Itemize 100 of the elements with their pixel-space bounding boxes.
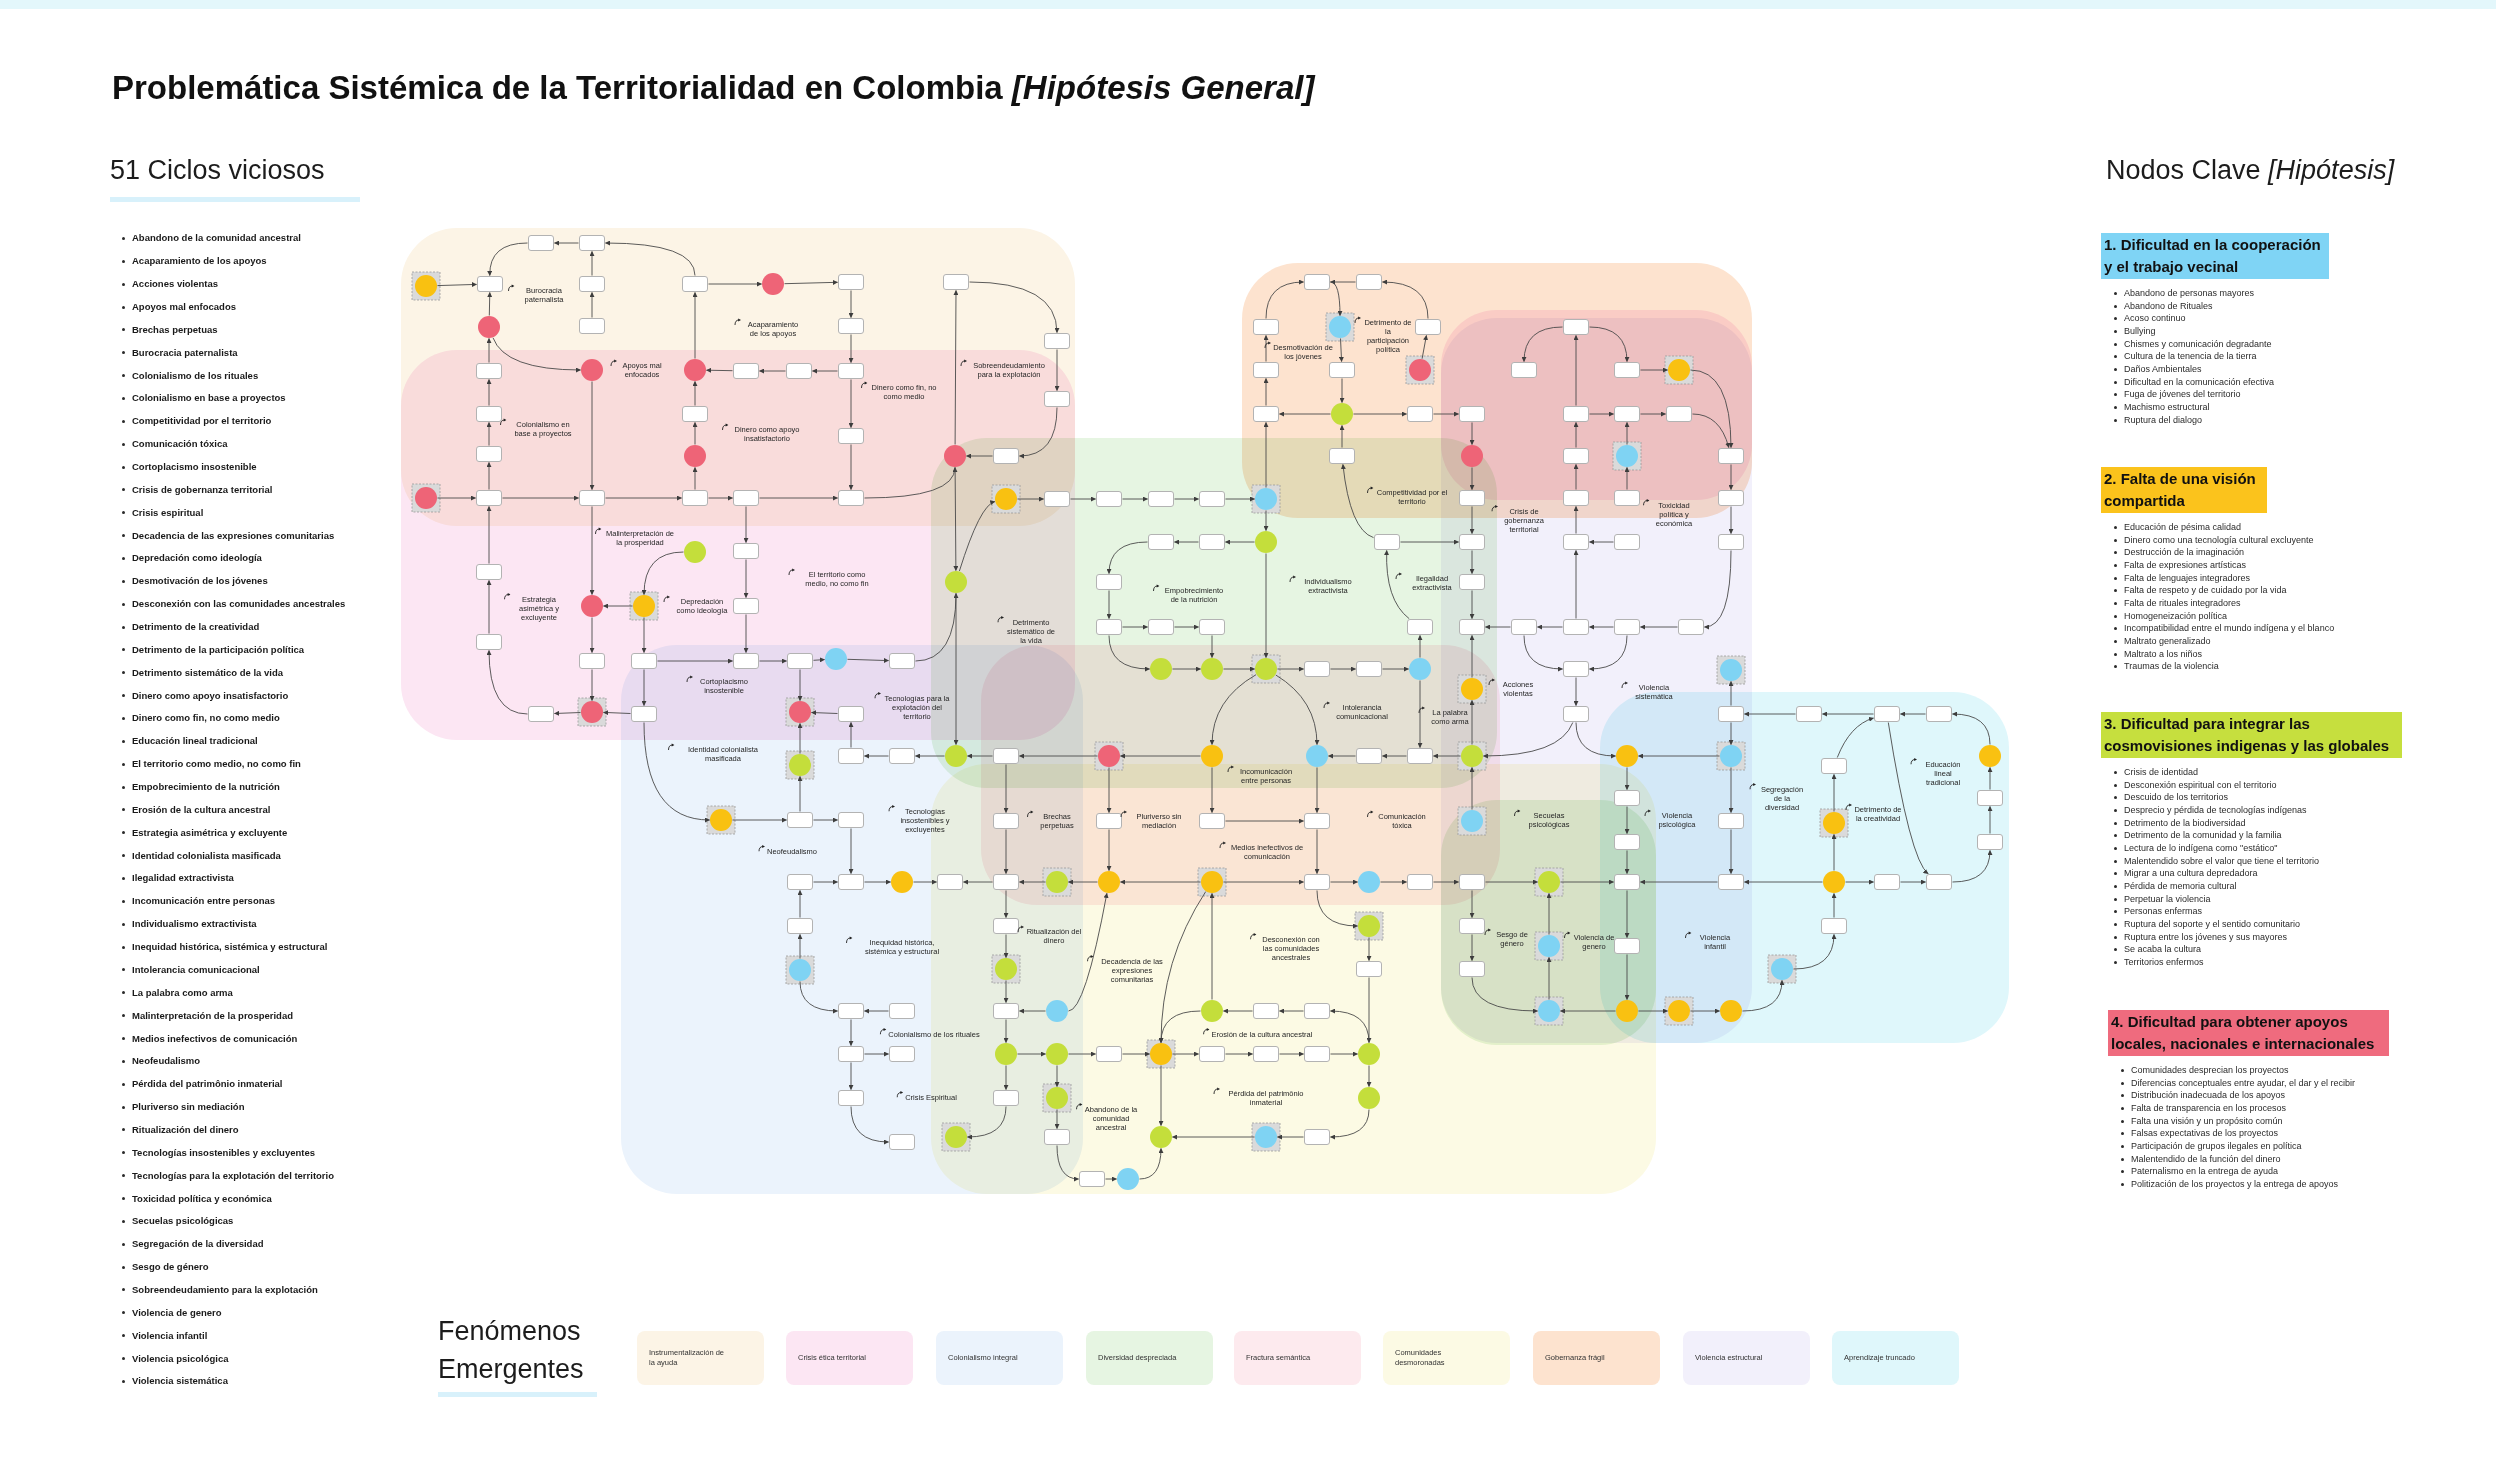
key-node-item: Desconexión espiritual con el territorio xyxy=(2124,779,2277,791)
cycle-list-item: Estrategia asimétrica y excluyente xyxy=(132,826,288,839)
cycle-list-item: Crisis espiritual xyxy=(132,506,204,519)
cycle-list-item: Depredación como ideología xyxy=(132,552,262,565)
circle-node xyxy=(1329,316,1351,338)
cycle-list-item: Dinero como apoyo insatisfactorio xyxy=(132,689,289,702)
process-box xyxy=(1459,574,1485,590)
process-box xyxy=(838,363,864,379)
circle-node xyxy=(1201,1000,1223,1022)
process-box xyxy=(579,235,605,251)
cycle-list-item: Cortoplacismo insostenible xyxy=(132,461,257,473)
process-box xyxy=(1356,661,1382,677)
circle-node xyxy=(1720,1000,1742,1022)
process-box xyxy=(477,276,503,292)
process-box xyxy=(1614,534,1640,550)
circle-node xyxy=(1616,1000,1638,1022)
cycle-list-item: Apoyos mal enfocados xyxy=(132,301,236,313)
circle-node xyxy=(1358,915,1380,937)
circle-node xyxy=(1046,1000,1068,1022)
cycle-list-item: Toxicidad política y económica xyxy=(132,1192,272,1205)
cycle-list-item: Burocracia paternalista xyxy=(132,346,238,359)
process-box xyxy=(1511,362,1537,378)
process-box xyxy=(1253,362,1279,378)
process-box xyxy=(1614,490,1640,506)
process-box xyxy=(579,318,605,334)
process-box xyxy=(1329,448,1355,464)
page-title: Problemática Sistémica de la Territorialidad en Colombia [Hipótesis General] xyxy=(112,68,1315,108)
cycle-list-item: Desconexión con las comunidades ancestrales xyxy=(132,598,346,611)
key-node-item: Paternalismo en la entrega de ayuda xyxy=(2131,1166,2279,1178)
circle-node xyxy=(1255,531,1277,553)
cycle-list-item: Acciones violentas xyxy=(132,278,219,291)
process-box xyxy=(1374,534,1400,550)
legend-title: Fenómenos Emergentes xyxy=(438,1315,585,1386)
cycle-list-item: Violencia psicológica xyxy=(132,1352,229,1365)
process-box xyxy=(1079,1171,1105,1187)
process-box xyxy=(733,653,759,669)
process-box xyxy=(528,235,554,251)
circle-node xyxy=(684,445,706,467)
process-box xyxy=(943,274,969,290)
circle-node xyxy=(1668,359,1690,381)
key-node-item: Maltrato a los niños xyxy=(2124,648,2203,660)
highlighted-heading: 3. Dificultad para integrar las cosmovisiones indigenas y las globales xyxy=(2101,712,2402,758)
circle-node xyxy=(415,275,437,297)
key-node-item: Ruptura del soporte y el sentido comunitario xyxy=(2124,919,2301,931)
key-node-item: Desprecio y pérdida de tecnologías indígenas xyxy=(2124,804,2307,816)
cycle-list-item: Empobrecimiento de la nutrición xyxy=(132,781,280,794)
circle-node xyxy=(825,648,847,670)
key-node-item: Falta de respeto y de cuidado por la vida xyxy=(2124,585,2287,597)
process-box xyxy=(733,490,759,506)
cycle-list-item: El territorio como medio, no como fin xyxy=(132,758,301,771)
process-box xyxy=(682,276,708,292)
key-node-item: Educación de pésima calidad xyxy=(2124,521,2242,533)
process-box xyxy=(1148,534,1174,550)
circle-node xyxy=(945,1126,967,1148)
cycle-list-item: Violencia sistemática xyxy=(132,1375,228,1388)
process-box xyxy=(476,490,502,506)
cycle-list-item: Desmotivación de los jóvenes xyxy=(132,575,268,588)
process-box xyxy=(1199,534,1225,550)
process-box xyxy=(1563,619,1589,635)
process-box xyxy=(838,318,864,334)
process-box xyxy=(1614,619,1640,635)
process-box xyxy=(1459,918,1485,934)
key-node-item: Personas enfermas xyxy=(2124,906,2203,918)
process-box xyxy=(838,1046,864,1062)
cycle-list-item: Violencia de genero xyxy=(132,1306,222,1319)
key-node-item: Machismo estructural xyxy=(2124,402,2210,414)
process-box xyxy=(1563,661,1589,677)
circle-node xyxy=(1046,1043,1068,1065)
process-box xyxy=(1511,619,1537,635)
process-box xyxy=(1977,834,2003,850)
cycle-list-item: Secuelas psicológicas xyxy=(132,1215,234,1228)
key-node-item: Lectura de lo indígena como "estático" xyxy=(2124,842,2278,854)
process-box xyxy=(1459,961,1485,977)
key-node-item: Falta una visión y un propósito común xyxy=(2131,1115,2283,1127)
cycle-list-item: Colonialismo de los rituales xyxy=(132,369,259,382)
process-box xyxy=(733,598,759,614)
process-box xyxy=(1415,319,1441,335)
key-node-item: Politización de los proyectos y la entrega de apoyos xyxy=(2131,1179,2339,1191)
process-box xyxy=(1044,391,1070,407)
process-box xyxy=(1614,406,1640,422)
process-box xyxy=(579,653,605,669)
process-box xyxy=(1874,706,1900,722)
circle-node xyxy=(1461,445,1483,467)
key-node-item: Chismes y comunicación degradante xyxy=(2124,338,2272,350)
process-box xyxy=(476,634,502,650)
circle-node xyxy=(684,359,706,381)
process-box xyxy=(1096,813,1122,829)
circle-node xyxy=(1358,871,1380,893)
process-box xyxy=(1329,362,1355,378)
circle-node xyxy=(1823,871,1845,893)
process-box xyxy=(889,1046,915,1062)
cycle-list-item: Sobreendeudamiento para la explotación xyxy=(132,1283,318,1296)
circle-node xyxy=(1150,1043,1172,1065)
circle-node xyxy=(944,445,966,467)
process-box xyxy=(1304,1046,1330,1062)
circle-node xyxy=(1150,658,1172,680)
process-box xyxy=(1096,574,1122,590)
process-box xyxy=(1253,406,1279,422)
circle-node xyxy=(1201,658,1223,680)
process-box xyxy=(631,706,657,722)
